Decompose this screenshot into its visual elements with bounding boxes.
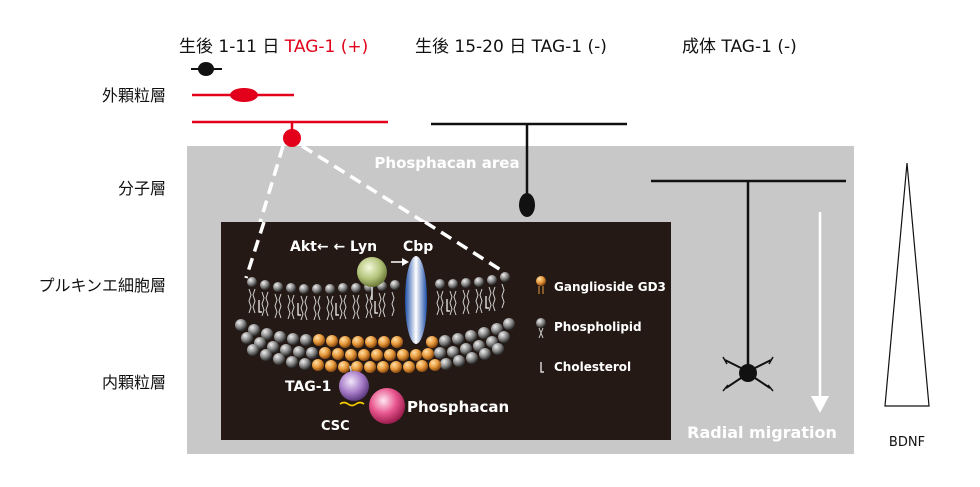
legend-ganglioside: Ganglioside GD3	[554, 280, 666, 294]
red-t-neuron	[192, 120, 388, 147]
stage2-label: 生後 15-20 日 TAG-1 (-)	[415, 37, 607, 57]
phospholipid-legend-icon	[536, 318, 546, 328]
cbp-label: Cbp	[403, 239, 433, 255]
radial-migration-label: Radial migration	[687, 423, 837, 442]
lipid-tails	[248, 283, 505, 321]
tag1-protein	[339, 371, 369, 401]
akt-lyn-label: Akt← ← Lyn	[290, 239, 377, 255]
small-black-neuron	[191, 62, 222, 76]
phosphacan-protein	[369, 388, 405, 424]
black-t-neuron	[431, 122, 627, 217]
migrating-red-neuron	[192, 88, 294, 102]
bdnf-triangle	[884, 162, 930, 407]
top-leaflet-phospholipids	[247, 272, 510, 294]
ganglioside-raft	[312, 334, 441, 373]
stage-headers: 生後 1-11 日 TAG-1 (+) 生後 15-20 日 TAG-1 (-)…	[179, 37, 797, 57]
layer-inner-granular: 内顆粒層	[102, 373, 166, 392]
cholesterol-legend-icon	[540, 362, 544, 373]
radial-migration-arrow	[811, 212, 829, 413]
legend: Ganglioside GD3 Phospholipid Cholesterol	[536, 276, 666, 374]
bdnf-gradient: BDNF	[884, 162, 930, 450]
lyn-protein	[357, 257, 387, 287]
layer-labels: 外顆粒層 分子層 プルキンエ細胞層 内顆粒層	[38, 86, 166, 392]
bottom-leaflet-phospholipids	[235, 318, 515, 370]
tag1-label: TAG-1	[285, 379, 331, 395]
stage1-label: 生後 1-11 日 TAG-1 (+)	[179, 37, 368, 57]
layer-purkinje: プルキンエ細胞層	[38, 276, 166, 295]
legend-cholesterol: Cholesterol	[554, 360, 631, 374]
layer-molecular: 分子層	[118, 179, 166, 198]
ganglioside-legend-icon	[536, 276, 546, 286]
membrane-inset: Akt← ← Lyn Cbp TAG-1 CSC Phosphacan Gang…	[221, 220, 671, 440]
phosphacan-area-label: Phosphacan area	[374, 154, 519, 172]
csc-chain	[339, 401, 365, 407]
stage3-label: 成体 TAG-1 (-)	[682, 37, 797, 57]
bdnf-label: BDNF	[889, 435, 925, 450]
cbp-protein	[405, 256, 427, 344]
cholesterol-marks	[258, 296, 489, 316]
phosphacan-label: Phosphacan	[407, 398, 509, 416]
csc-label: CSC	[321, 419, 350, 434]
legend-phospholipid: Phospholipid	[554, 320, 642, 334]
layer-outer-granular: 外顆粒層	[102, 86, 166, 105]
adult-neuron	[651, 179, 846, 392]
